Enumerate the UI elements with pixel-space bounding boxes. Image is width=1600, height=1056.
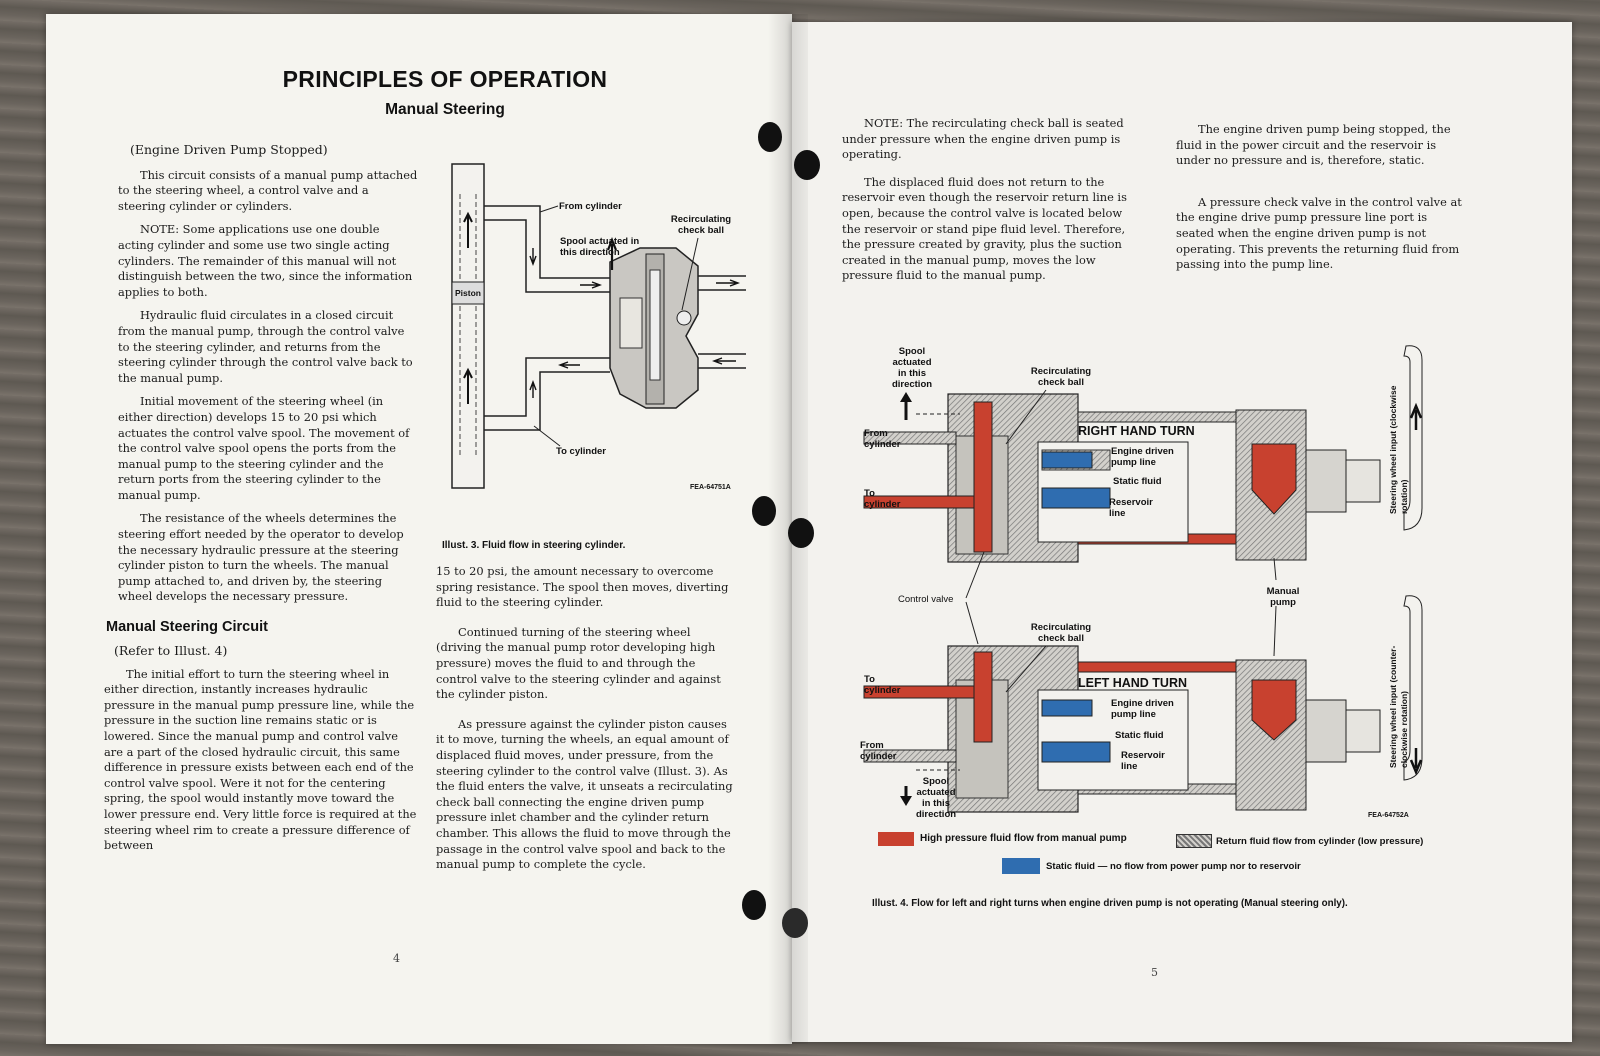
label-steering-wheel-input-ccw: Steering wheel input (counter-clockwise …	[1388, 645, 1409, 768]
label-left-hand-turn: LEFT HAND TURN	[1078, 676, 1188, 690]
paragraph: Initial movement of the steering wheel (…	[118, 394, 410, 502]
manual-steering-flow-diagram	[863, 345, 1423, 813]
label-from-cylinder-bottom: From cylinder	[860, 740, 897, 762]
binder-hole	[758, 122, 782, 152]
legend-static-fluid: Static fluid — no flow from power pump n…	[1046, 861, 1301, 872]
steering-cylinder-diagram	[451, 163, 746, 489]
paragraph: The displaced fluid does not return to t…	[842, 174, 1127, 283]
legend-swatch-return	[1176, 834, 1212, 848]
label-spool-actuated-top: Spool actuated in this direction	[891, 346, 933, 390]
label-recirculating-check-ball: Recirculating check ball	[670, 214, 732, 236]
section-heading: Manual Steering Circuit	[106, 619, 268, 636]
label-engine-driven-pump-line-bottom: Engine driven pump line	[1111, 698, 1174, 720]
label-manual-pump: Manual pump	[1266, 586, 1300, 608]
label-piston: Piston	[455, 288, 481, 298]
label-right-hand-turn: RIGHT HAND TURN	[1078, 424, 1195, 438]
paragraph: The resistance of the wheels determines …	[118, 511, 404, 604]
note-paragraph: NOTE: The recirculating check ball is se…	[842, 116, 1124, 162]
label-recirculating-check-ball-bottom: Recirculating check ball	[1030, 622, 1092, 644]
label-spool-actuated-bottom: Spool actuated in this direction	[915, 776, 957, 820]
condition-note: (Engine Driven Pump Stopped)	[130, 142, 328, 157]
page-number: 4	[393, 952, 400, 965]
binder-hole	[782, 908, 808, 938]
label-to-cylinder: To cylinder	[556, 446, 606, 457]
binder-hole	[788, 518, 814, 548]
label-to-cylinder-bottom: To cylinder	[864, 674, 901, 696]
illustration-3: From cylinder Recirculating check ball S…	[440, 158, 750, 498]
paragraph: This circuit consists of a manual pump a…	[118, 167, 418, 213]
label-static-fluid-bottom: Static fluid	[1115, 730, 1164, 741]
left-column-2: 15 to 20 psi, the amount necessary to ov…	[436, 564, 736, 881]
left-turn-diagram	[863, 595, 1423, 813]
label-from-cylinder: From cylinder	[559, 201, 622, 212]
label-engine-driven-pump-line-top: Engine driven pump line	[1111, 446, 1174, 468]
label-static-fluid-top: Static fluid	[1113, 476, 1162, 487]
page-number: 5	[1151, 966, 1158, 979]
illustration-3-caption: Illust. 3. Fluid flow in steering cylind…	[442, 540, 626, 551]
section-ref: (Refer to Illust. 4)	[114, 643, 228, 659]
illustration-4: Spool actuated in this direction Recircu…	[856, 340, 1456, 830]
right-column-2: The engine driven pump being stopped, th…	[1176, 122, 1466, 281]
note-paragraph: NOTE: Some applications use one double a…	[118, 222, 413, 299]
page-title: PRINCIPLES OF OPERATION	[282, 66, 608, 92]
label-reservoir-line-bottom: Reservoir line	[1121, 750, 1165, 772]
paragraph: Hydraulic fluid circulates in a closed c…	[118, 308, 413, 385]
label-to-cylinder-top: To cylinder	[864, 488, 901, 510]
paragraph: A pressure check valve in the control va…	[1176, 194, 1462, 272]
binder-hole	[742, 890, 766, 920]
paragraph: Continued turning of the steering wheel …	[436, 624, 721, 702]
label-from-cylinder-top: From cylinder	[864, 428, 901, 450]
paragraph: 15 to 20 psi, the amount necessary to ov…	[436, 564, 729, 610]
figure-id-4: FEA-64752A	[1368, 812, 1409, 819]
binder-hole	[794, 150, 820, 180]
binder-hole	[752, 496, 776, 526]
figure-id: FEA-64751A	[690, 484, 731, 491]
left-page	[46, 14, 792, 1044]
page-subtitle: Manual Steering	[385, 101, 505, 118]
left-column-1: (Engine Driven Pump Stopped) This circui…	[104, 142, 418, 862]
paragraph: The initial effort to turn the steering …	[104, 666, 417, 853]
label-reservoir-line-top: Reservoir line	[1109, 497, 1153, 519]
paragraph: As pressure against the cylinder piston …	[436, 716, 733, 872]
label-spool-actuated: Spool actuated in this direction	[560, 236, 640, 258]
legend-high-pressure: High pressure fluid flow from manual pum…	[920, 833, 1127, 844]
label-recirculating-check-ball-top: Recirculating check ball	[1030, 366, 1092, 388]
label-control-valve: Control valve	[898, 594, 954, 605]
legend-return-fluid: Return fluid flow from cylinder (low pre…	[1216, 836, 1424, 847]
illustration-4-caption: Illust. 4. Flow for left and right turns…	[872, 898, 1348, 909]
paragraph: The engine driven pump being stopped, th…	[1176, 122, 1451, 168]
legend-swatch-high-pressure	[878, 832, 914, 846]
right-turn-diagram	[863, 345, 1423, 563]
right-column-1: NOTE: The recirculating check ball is se…	[842, 116, 1136, 292]
illustration-4-legend: High pressure fluid flow from manual pum…	[878, 826, 1458, 886]
legend-swatch-static	[1002, 858, 1040, 874]
label-steering-wheel-input-cw: Steering wheel input (clockwise rotation…	[1388, 385, 1409, 514]
